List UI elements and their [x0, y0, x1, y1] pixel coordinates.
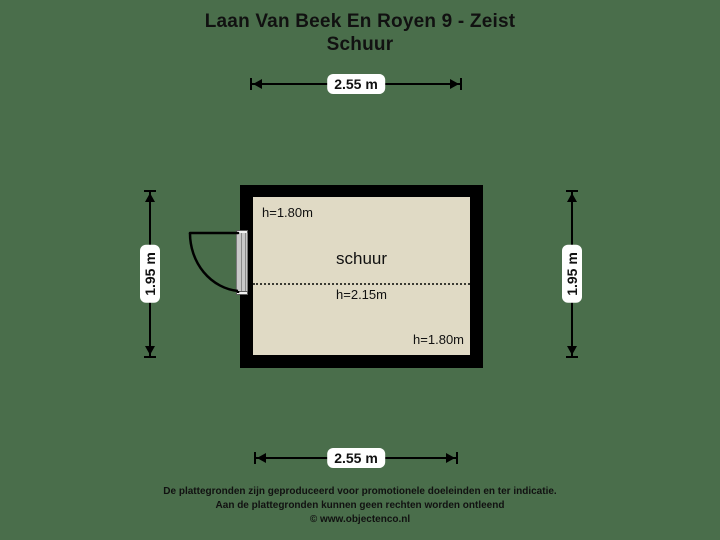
dimension-right: 1.95 m: [562, 190, 582, 358]
door-swing-icon: [188, 231, 240, 293]
dimension-top-arrowheads: [250, 78, 462, 90]
dimension-left-arrowheads: [144, 190, 156, 358]
dimension-left-label: 1.95 m: [140, 245, 160, 303]
dimension-right-arrowheads: [566, 190, 578, 358]
door-panel: [236, 233, 248, 293]
dimension-bottom-label: 2.55 m: [327, 448, 385, 468]
page-title: Laan Van Beek En Royen 9 - Zeist Schuur: [0, 10, 720, 56]
room-height-top-left: h=1.80m: [262, 205, 313, 220]
room-height-bottom-right: h=1.80m: [413, 332, 464, 347]
title-line-subtitle: Schuur: [326, 34, 394, 55]
dimension-bottom: 2.55 m: [254, 448, 458, 468]
footer-line-1: De plattegronden zijn geproduceerd voor …: [163, 486, 557, 497]
dimension-top: 2.55 m: [250, 74, 462, 94]
footer-line-2: Aan de plattegronden kunnen geen rechten…: [215, 500, 505, 511]
dimension-left: 1.95 m: [140, 190, 160, 358]
footer-line-copyright: © www.objectenco.nl: [309, 514, 411, 525]
dimension-right-label: 1.95 m: [562, 245, 582, 303]
ceiling-height-divider: [253, 283, 470, 285]
room-label-schuur: schuur: [335, 249, 388, 268]
room-height-center: h=2.15m: [336, 287, 387, 302]
title-line-address: Laan Van Beek En Royen 9 - Zeist: [204, 11, 516, 32]
door-jamb-bottom: [236, 291, 248, 295]
footer-disclaimer: De plattegronden zijn geproduceerd voor …: [0, 485, 720, 527]
room-schuur: h=1.80m schuur h=2.15m h=1.80m: [253, 197, 470, 355]
building-walls: h=1.80m schuur h=2.15m h=1.80m: [240, 185, 483, 368]
dimension-bottom-arrowheads: [254, 452, 458, 464]
dimension-top-label: 2.55 m: [327, 74, 385, 94]
